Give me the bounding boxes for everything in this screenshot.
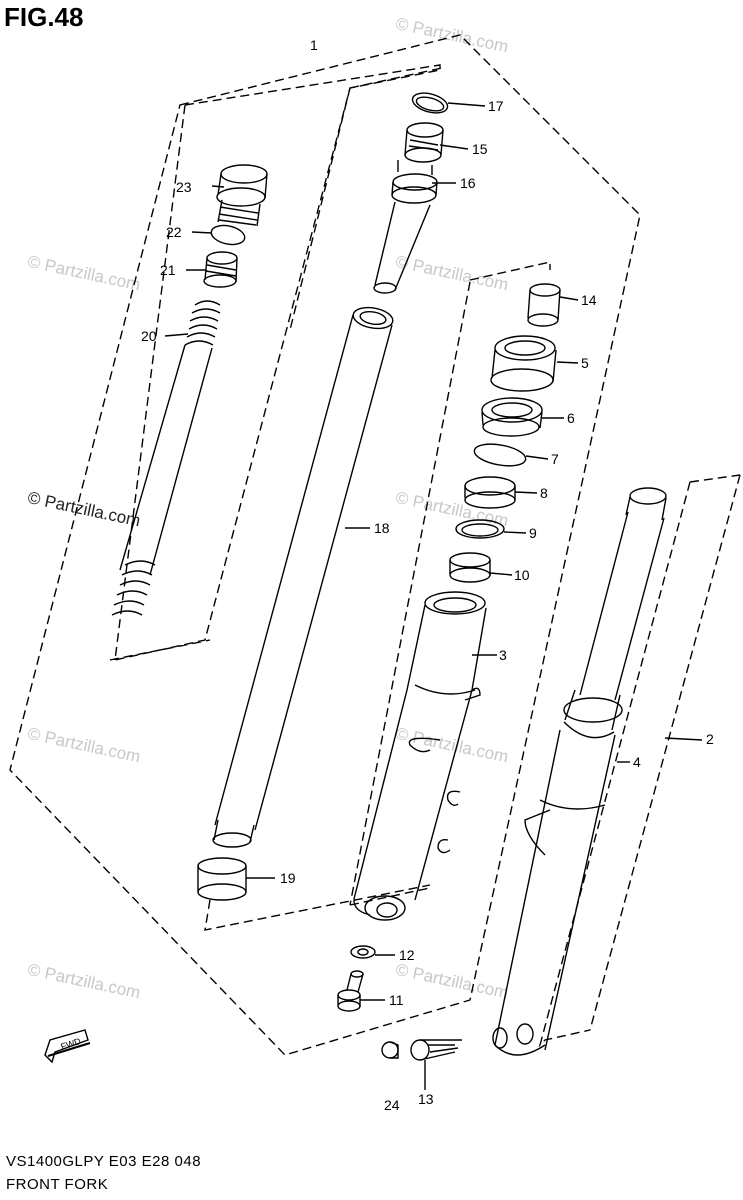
part-7-clip	[473, 443, 527, 467]
callout-10: 10	[514, 567, 530, 583]
part-6-oil-seal	[481, 397, 543, 437]
assembly-boundary-1	[9, 34, 641, 1056]
fwd-arrow-icon	[44, 1029, 91, 1064]
callout-17: 17	[488, 98, 504, 114]
leader-lines	[164, 102, 703, 1090]
callout-24: 24	[384, 1097, 400, 1113]
part-8-washer	[464, 476, 516, 509]
part-18-inner-tube	[212, 306, 394, 848]
part-17-snap-ring	[411, 92, 449, 114]
callout-20: 20	[141, 328, 157, 344]
part-23-cap-bolt	[216, 164, 268, 227]
part-12-washer	[350, 945, 376, 959]
callout-1: 1	[310, 37, 318, 53]
part-21-spacer	[203, 251, 238, 288]
part-4-outer-tube	[492, 487, 667, 1056]
callout-13: 13	[418, 1091, 434, 1107]
callout-14: 14	[581, 292, 597, 308]
part-16-damper-rod	[373, 160, 438, 294]
callout-3: 3	[499, 647, 507, 663]
part-14-cover	[527, 283, 561, 327]
part-24-cap	[381, 1041, 399, 1059]
callout-21: 21	[160, 262, 176, 278]
callout-15: 15	[472, 141, 488, 157]
callout-18: 18	[374, 520, 390, 536]
part-3-outer-tube	[353, 591, 487, 921]
callout-7: 7	[551, 451, 559, 467]
callout-8: 8	[540, 485, 548, 501]
part-11-bolt	[337, 970, 364, 1012]
part-20-spring	[111, 300, 221, 616]
slider-group-boundary	[349, 261, 551, 906]
callout-6: 6	[567, 410, 575, 426]
part-13-bolt	[410, 1039, 462, 1061]
tube-group-boundary	[204, 67, 443, 931]
callout-16: 16	[460, 175, 476, 191]
callout-2: 2	[706, 731, 714, 747]
figure-title: FIG.48	[4, 2, 84, 32]
callout-5: 5	[581, 355, 589, 371]
part-9-ring	[455, 519, 505, 539]
part-5-dust-seal	[490, 335, 557, 392]
callout-4: 4	[633, 754, 641, 770]
callout-9: 9	[529, 525, 537, 541]
callout-11: 11	[389, 992, 404, 1008]
part-10-bushing	[449, 552, 491, 583]
assembly-boundary-2	[538, 474, 741, 1048]
footer-figure-name: FRONT FORK	[6, 1176, 109, 1193]
spring-group-boundary	[109, 64, 441, 661]
part-19-bushing	[197, 857, 247, 901]
callout-12: 12	[399, 947, 415, 963]
footer-model-code: VS1400GLPY E03 E28 048	[6, 1153, 202, 1170]
callout-19: 19	[280, 870, 296, 886]
callout-23: 23	[176, 179, 192, 195]
callout-22: 22	[166, 224, 182, 240]
part-22-o-ring	[210, 224, 246, 246]
part-15-bushing	[404, 122, 444, 163]
